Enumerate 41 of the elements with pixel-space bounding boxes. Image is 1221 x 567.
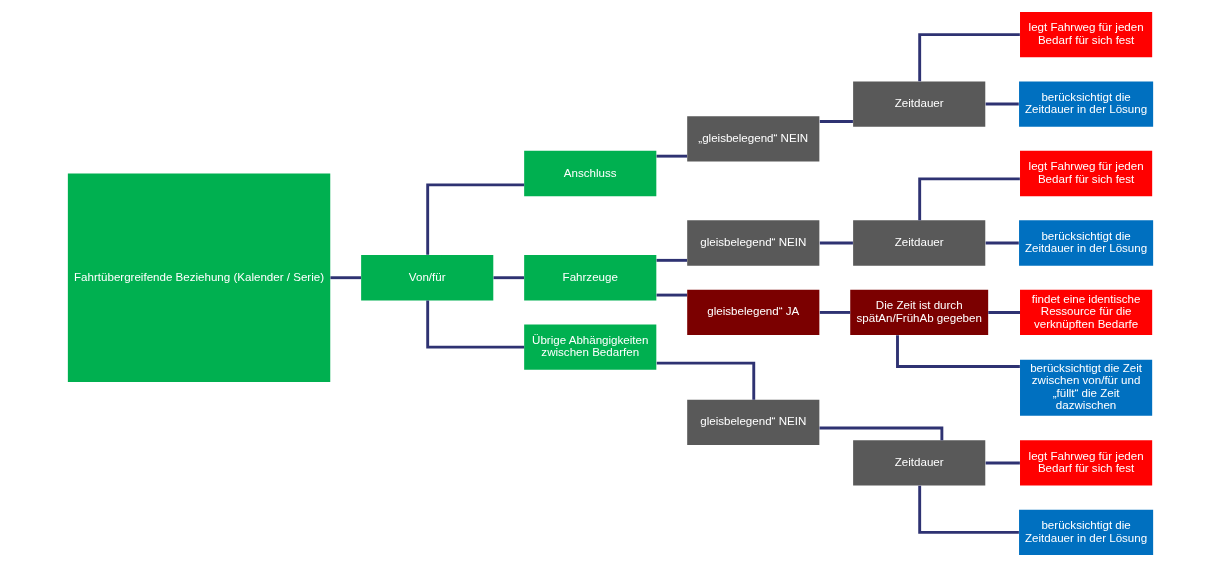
node-box: Zeitdauer (853, 440, 986, 486)
connector (656, 293, 687, 297)
node-box: Anschluss (524, 150, 657, 197)
node-box: Übrige Abhängigkeiten zwischen Bedarfen (524, 324, 657, 370)
node-box: „gleisbelegend“ NEIN (687, 116, 820, 162)
connector (918, 177, 1020, 221)
connector (985, 461, 1020, 465)
connector (426, 300, 525, 349)
node-box: legt Fahrweg für jeden Bedarf für sich fest (1020, 440, 1153, 486)
node-box: gleisbelegend“ NEIN (687, 399, 820, 446)
node-box: legt Fahrweg für jeden Bedarf für sich fest (1020, 11, 1153, 58)
node-box: Fahrzeuge (524, 255, 657, 301)
node-box: Die Zeit ist durch spätAn/FrühAb gegeben (850, 289, 989, 336)
node-box: berücksichtigt die Zeitdauer in der Lösung (1019, 509, 1154, 556)
connector (819, 311, 851, 314)
connector (896, 335, 1020, 368)
node-box: Von/für (361, 255, 494, 301)
connector (493, 276, 524, 280)
node-box: Zeitdauer (853, 220, 986, 266)
connector (656, 361, 756, 400)
connector (656, 154, 687, 158)
node-box: legt Fahrweg für jeden Bedarf für sich fest (1020, 150, 1153, 197)
connector (819, 120, 853, 123)
connector (985, 241, 1019, 245)
node-box: berücksichtigt die Zeit zwischen von/für und „füllt“ die Zeit dazwischen (1020, 359, 1153, 416)
connector (656, 258, 687, 262)
connector (819, 241, 853, 245)
node-box: Fahrtübergreifende Beziehung (Kalender / Serie) (67, 173, 331, 382)
node-box: gleisbelegend“ JA (687, 289, 820, 336)
connector (330, 276, 361, 280)
connector (988, 311, 1020, 314)
node-box: berücksichtigt die Zeitdauer in der Lösung (1019, 220, 1154, 266)
node-box: berücksichtigt die Zeitdauer in der Lösung (1019, 81, 1154, 127)
connector (918, 485, 1019, 534)
connector (918, 33, 1020, 82)
connector (985, 102, 1019, 106)
connector (819, 426, 944, 441)
node-box: Zeitdauer (853, 81, 986, 127)
connector (426, 183, 525, 255)
node-box: findet eine identische Ressource für die verknüpften Bedarfe (1020, 289, 1153, 336)
node-box: gleisbelegend“ NEIN (687, 220, 820, 266)
